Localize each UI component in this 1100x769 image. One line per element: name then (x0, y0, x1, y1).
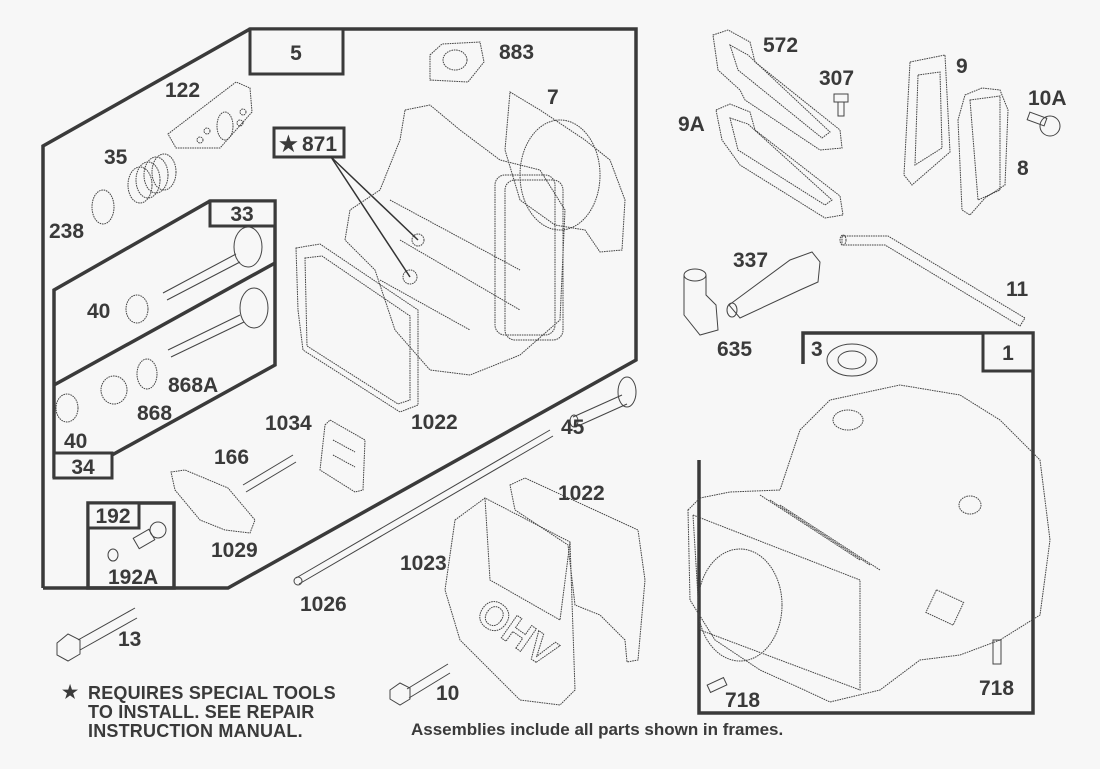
assembly-1-frame: 1 (697, 331, 1035, 715)
part-1022-upper-drawing[interactable] (295, 243, 419, 413)
part-label-10A[interactable]: 10A (1028, 87, 1067, 110)
special-tools-star-icon: ★ (62, 682, 79, 702)
part-3-drawing[interactable] (826, 343, 878, 377)
part-238-drawing[interactable] (91, 189, 115, 225)
assembly-5-label: 5 (290, 42, 302, 65)
part-label-9[interactable]: 9 (956, 55, 968, 78)
part-label-35[interactable]: 35 (104, 146, 128, 169)
assembly-33-box[interactable] (208, 199, 277, 228)
part-337-drawing[interactable] (726, 251, 821, 319)
assembly-5-box[interactable] (248, 27, 345, 76)
assembly-192-box[interactable] (86, 501, 141, 530)
part-label-3[interactable]: 3 (811, 338, 823, 361)
assembly-33-label: 33 (230, 203, 253, 226)
part-7-drawing[interactable] (504, 91, 626, 253)
part-label-1029[interactable]: 1029 (211, 539, 258, 562)
special-tools-note-line3: INSTRUCTION MANUAL. (88, 721, 303, 741)
part-label-40-upper[interactable]: 40 (87, 300, 110, 323)
assembly-192-frame: 192 (86, 501, 176, 590)
part-label-1022-lower[interactable]: 1022 (558, 482, 605, 505)
part-10-drawing[interactable] (389, 663, 451, 706)
part-10A-drawing[interactable] (1026, 111, 1061, 137)
part-label-883[interactable]: 883 (499, 41, 534, 64)
part-572-drawing[interactable] (712, 29, 843, 151)
part-9-drawing[interactable] (903, 54, 951, 186)
part-871-label: 871 (302, 133, 337, 156)
part-1023-drawing[interactable]: OHV (444, 497, 576, 706)
part-871-callout[interactable]: ★ 871 (272, 126, 419, 278)
part-label-238[interactable]: 238 (49, 220, 84, 243)
part-label-7[interactable]: 7 (547, 86, 559, 109)
part-868A-washer-drawing[interactable] (136, 358, 158, 390)
part-13-drawing[interactable] (56, 607, 138, 662)
part-122-drawing[interactable] (167, 81, 253, 149)
assembly-1-label: 1 (1002, 342, 1014, 365)
part-label-337[interactable]: 337 (733, 249, 768, 272)
part-label-122[interactable]: 122 (165, 79, 200, 102)
part-label-192A[interactable]: 192A (108, 566, 158, 589)
part-192-drawing[interactable] (107, 521, 167, 562)
part-307-drawing[interactable] (833, 93, 849, 117)
part-label-1023[interactable]: 1023 (400, 552, 447, 575)
part-label-9A[interactable]: 9A (678, 113, 705, 136)
assembly-34-label: 34 (71, 456, 95, 479)
part-label-166[interactable]: 166 (214, 446, 249, 469)
part-label-718-right[interactable]: 718 (979, 677, 1014, 700)
part-label-572[interactable]: 572 (763, 34, 798, 57)
star-icon: ★ (279, 133, 298, 156)
assembly-5-frame: 5 (41, 27, 638, 590)
part-label-307[interactable]: 307 (819, 67, 854, 90)
part-label-11[interactable]: 11 (1006, 278, 1029, 301)
part-label-45[interactable]: 45 (561, 416, 585, 439)
part-label-1026[interactable]: 1026 (300, 593, 347, 616)
part-166-drawing[interactable] (242, 454, 297, 493)
assemblies-footer-note: Assemblies include all parts shown in fr… (411, 720, 784, 739)
special-tools-note-line2: TO INSTALL. SEE REPAIR (88, 702, 315, 722)
part-label-40-lower[interactable]: 40 (64, 430, 87, 453)
cylinder-block-drawing[interactable] (687, 384, 1051, 703)
part-label-1022-upper[interactable]: 1022 (411, 411, 458, 434)
part-11-drawing[interactable] (839, 234, 1026, 327)
assembly-192-label: 192 (95, 505, 130, 528)
special-tools-note: REQUIRES SPECIAL TOOLS TO INSTALL. SEE R… (88, 684, 336, 741)
part-label-718-left[interactable]: 718 (725, 689, 760, 712)
part-718-right-drawing[interactable] (992, 639, 1002, 665)
assembly-33-34-frame: 33 34 (52, 199, 277, 480)
special-tools-note-line1: REQUIRES SPECIAL TOOLS (88, 683, 336, 703)
part-1034-drawing[interactable] (319, 419, 366, 493)
part-valve-intake-drawing[interactable] (162, 226, 263, 301)
assembly-34-box[interactable] (52, 451, 114, 480)
part-label-8[interactable]: 8 (1017, 157, 1029, 180)
part-635-drawing[interactable] (683, 268, 719, 336)
part-9A-drawing[interactable] (715, 103, 844, 219)
part-868-seal-drawing[interactable] (100, 375, 128, 405)
part-1029-drawing[interactable] (170, 469, 256, 534)
part-40-retainer-b-drawing[interactable] (55, 393, 79, 423)
part-1022-lower-drawing[interactable] (509, 477, 646, 663)
part-45-drawing[interactable] (569, 376, 637, 428)
part-40-retainer-drawing[interactable] (125, 294, 149, 324)
part-883-drawing[interactable] (429, 41, 485, 83)
part-label-635[interactable]: 635 (717, 338, 752, 361)
part-8-drawing[interactable] (957, 87, 1009, 216)
part-label-13[interactable]: 13 (118, 628, 141, 651)
part-718-left-drawing[interactable] (706, 676, 728, 694)
part-valve-exhaust-drawing[interactable] (167, 287, 269, 358)
part-label-10[interactable]: 10 (436, 682, 459, 705)
cylinder-head-drawing[interactable] (344, 104, 566, 376)
part-label-1034[interactable]: 1034 (265, 412, 312, 435)
part-label-868[interactable]: 868 (137, 402, 172, 425)
part-35-drawing[interactable] (127, 153, 177, 204)
assembly-1-box[interactable] (981, 331, 1035, 373)
part-label-868A[interactable]: 868A (168, 374, 218, 397)
part-1026-drawing[interactable] (293, 429, 554, 586)
